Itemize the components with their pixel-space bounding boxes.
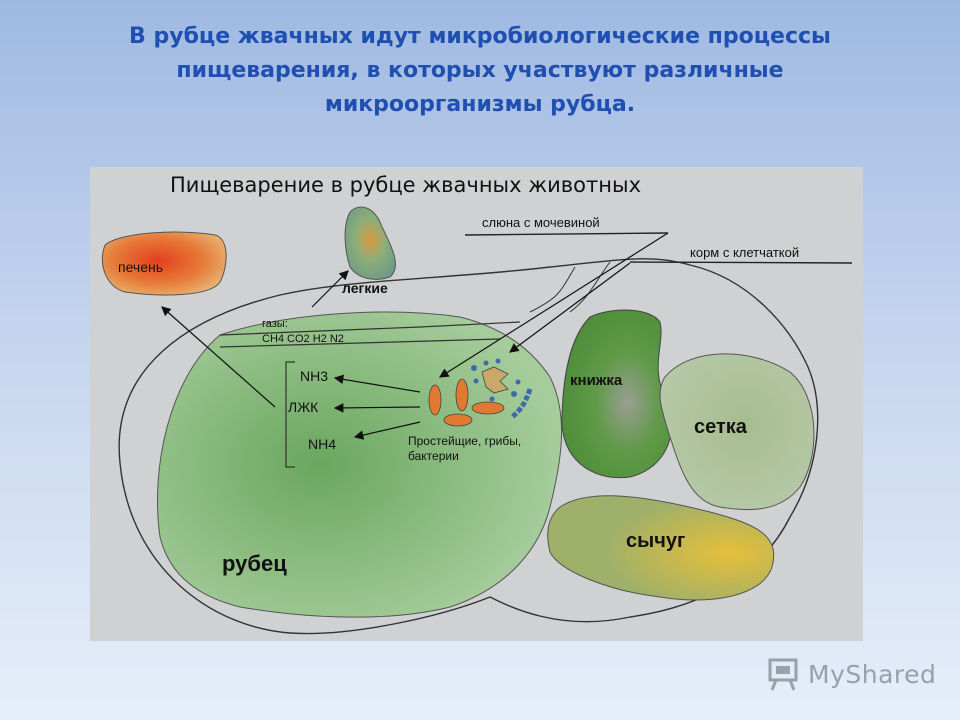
reticulum-label: сетка (694, 416, 748, 438)
feed-label: корм с клетчаткой (690, 245, 799, 260)
nh4-label: NH4 (308, 436, 336, 452)
reticulum-shape (659, 353, 815, 511)
presentation-board-icon (768, 658, 798, 691)
gases-title-label: газы: (262, 318, 288, 330)
gas-layer-top (219, 321, 521, 336)
microbes-label-1: Простейщие, грибы, (408, 434, 521, 448)
myshared-logo: MyShared (766, 652, 936, 696)
rumen-shape (157, 311, 563, 618)
saliva-label: слюна с мочевиной (482, 215, 600, 230)
diagram-title: Пищеварение в рубце жвачных животных (170, 173, 641, 197)
microbes-label-2: бактерии (408, 449, 459, 463)
abomasum-shape (547, 495, 775, 601)
abomasum-label: сычуг (626, 530, 685, 552)
liver-label: печень (118, 259, 163, 275)
heading-line-3: микроорганизмы рубца. (324, 92, 636, 117)
omasum-shape (561, 309, 673, 479)
slide-heading: В рубце жвачных идут микробиологические … (60, 20, 900, 122)
nh3-label: NH3 (300, 368, 328, 384)
vfa-label: ЛЖК (288, 399, 319, 415)
logo-text: MyShared (808, 659, 937, 689)
lungs-shape (344, 206, 396, 280)
rumen-label: рубец (222, 551, 287, 576)
diagram-svg: Пищеварение в рубце жвачных животных печ… (101, 173, 853, 635)
body-outline (118, 258, 819, 635)
omasum-label: книжка (570, 372, 623, 389)
heading-line-2: пищеварения, в которых участвуют различн… (176, 58, 784, 83)
gases-label: CH4 CO2 H2 N2 (262, 333, 344, 345)
digestion-diagram: Пищеварение в рубце жвачных животных печ… (90, 167, 863, 641)
gas-layer-bottom (219, 338, 501, 348)
bracket (285, 361, 295, 468)
heading-line-1: В рубце жвачных идут микробиологические … (129, 24, 831, 49)
microbes-cluster (428, 358, 533, 427)
liver-shape (101, 231, 227, 296)
lungs-label: легкие (342, 280, 388, 296)
